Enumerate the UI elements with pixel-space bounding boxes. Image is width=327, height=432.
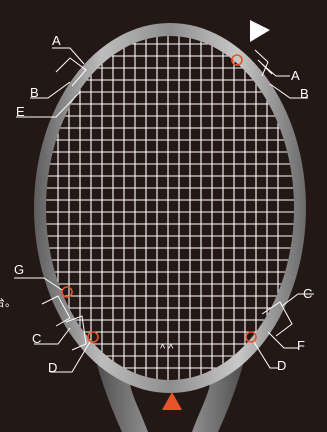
throat-arrows: ^ ^ [160,343,174,355]
start-triangle-icon [162,392,182,410]
label-b-left: B [30,85,39,100]
label-c-left: C [32,331,41,346]
label-g-left: G [14,262,24,277]
label-e-left: E [16,104,25,119]
label-a-left: A [52,33,61,48]
label-b-right: B [300,86,309,101]
label-d-right: D [277,358,286,373]
label-d-left: D [48,360,57,375]
racket-head-inner [46,36,294,380]
edge-text-fragment: 台。 [0,295,16,309]
label-c-right: C [303,286,312,301]
label-f-right: F [297,338,305,353]
label-a-right: A [291,68,300,83]
pointer-triangle-icon [250,20,270,42]
